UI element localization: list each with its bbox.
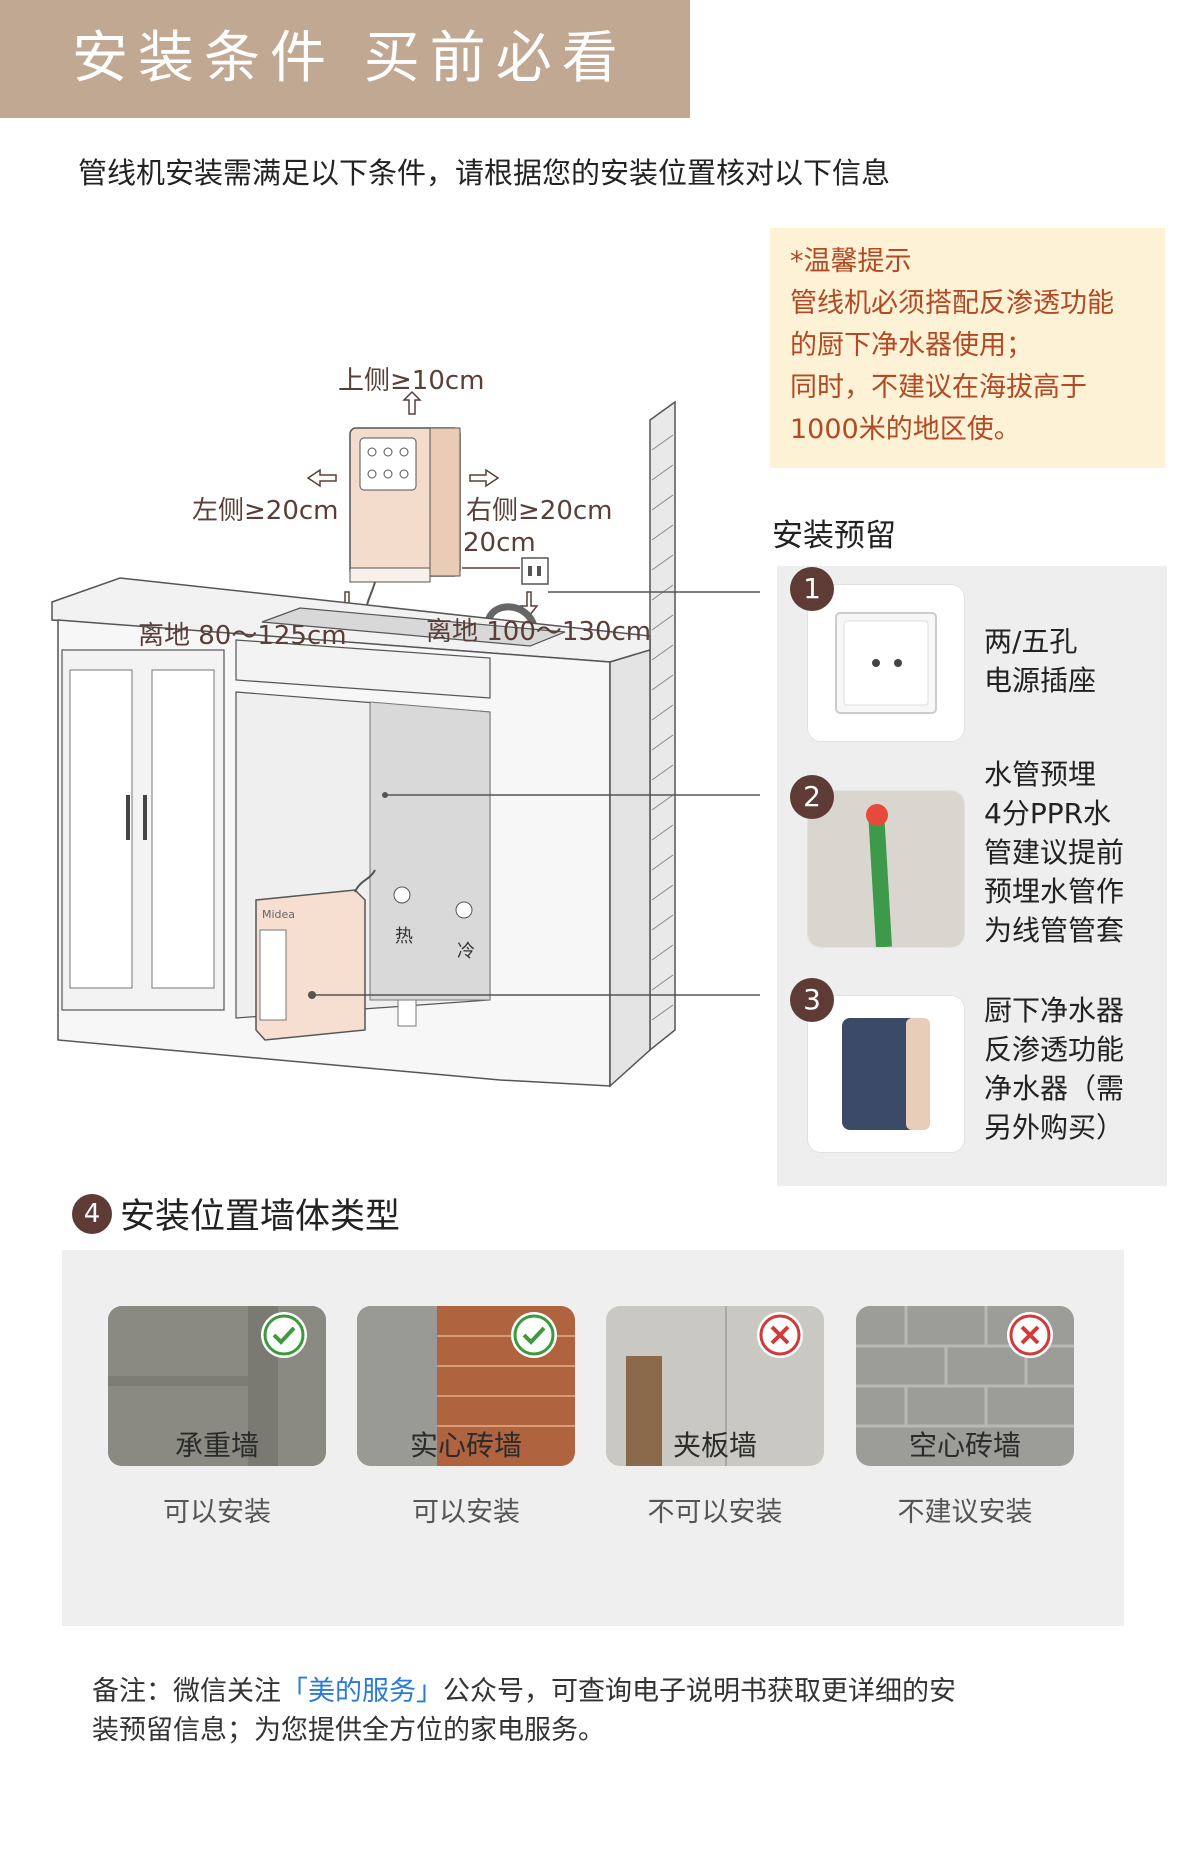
tip-line: 1000米的地区使。	[790, 414, 1021, 445]
dim-left: 左侧≥20cm	[192, 496, 339, 526]
tip-heading: *温馨提示	[790, 246, 912, 277]
socket-photo	[807, 584, 965, 742]
page-title: 安装条件 买前必看	[72, 26, 628, 91]
dim-floor-right: 离地 100～130cm	[426, 617, 652, 647]
hot-label: 热	[395, 926, 413, 947]
wall-label: 空心砖墙	[908, 1429, 1021, 1462]
dispenser-unit	[349, 427, 461, 623]
tip-line: 的厨下净水器使用；	[790, 330, 1033, 361]
wall-label: 夹板墙	[672, 1429, 757, 1462]
header-band	[0, 0, 690, 118]
wall-caption: 不可以安装	[647, 1497, 783, 1528]
wall-caption: 不建议安装	[897, 1497, 1033, 1528]
tip-line: 管线机必须搭配反渗透功能	[790, 288, 1114, 319]
wechat-service-link[interactable]: 「美的服务」	[281, 1676, 443, 1707]
wall-caption: 可以安装	[163, 1497, 271, 1528]
footer-note: 备注：微信关注「美的服务」公众号，可查询电子说明书获取更详细的安 装预留信息；为…	[92, 1672, 956, 1750]
installation-diagram: 热 冷 Midea	[51, 390, 760, 1088]
wall-label: 承重墙	[174, 1429, 259, 1462]
wall-caption: 可以安装	[412, 1497, 520, 1528]
purifier-photo	[807, 995, 965, 1153]
check-icon	[511, 1312, 557, 1358]
reserve-item-3-line: 厨下净水器	[984, 994, 1125, 1027]
reserve-item-3-line: 另外购买）	[984, 1111, 1125, 1144]
cross-icon	[757, 1312, 803, 1358]
reserve-item-3-line: 净水器（需	[984, 1072, 1125, 1105]
section-number: 4	[72, 1193, 112, 1234]
cold-label: 冷	[457, 941, 475, 962]
check-icon	[261, 1312, 307, 1358]
dim-gap: 20cm	[463, 528, 536, 558]
reserve-item-2-line: 水管预埋	[984, 758, 1097, 791]
badge-1: 1	[790, 567, 834, 611]
reserve-item-2-line: 预埋水管作	[984, 875, 1125, 908]
socket-mark	[521, 557, 549, 585]
badge-3: 3	[790, 978, 834, 1022]
footer-prefix: 备注：微信关注	[92, 1676, 281, 1707]
reserve-item-2-line: 为线管管套	[984, 914, 1125, 947]
footer-suffix: 公众号，可查询电子说明书获取更详细的安	[443, 1676, 956, 1707]
reserve-item-1-line: 两/五孔	[984, 625, 1078, 658]
dim-right: 右侧≥20cm	[466, 496, 613, 526]
reserve-item-2-line: 4分PPR水	[984, 797, 1112, 830]
under-sink-purifier: Midea	[255, 869, 417, 1041]
brand-label: Midea	[262, 908, 295, 921]
cross-icon	[1007, 1312, 1053, 1358]
intro-text: 管线机安装需满足以下条件，请根据您的安装位置核对以下信息	[78, 156, 891, 190]
badge-2: 2	[790, 775, 834, 819]
reserve-item-2-line: 管建议提前	[984, 836, 1125, 869]
reserve-item-3-line: 反渗透功能	[984, 1033, 1125, 1066]
wall-label: 实心砖墙	[409, 1429, 522, 1462]
reserve-item-1-line: 电源插座	[984, 664, 1097, 697]
pipe-photo	[807, 790, 965, 948]
dim-floor-left: 离地 80～125cm	[138, 621, 347, 651]
section-title: 安装位置墙体类型	[120, 1197, 401, 1237]
tip-box: *温馨提示 管线机必须搭配反渗透功能 的厨下净水器使用； 同时，不建议在海拔高于…	[770, 228, 1165, 468]
reserve-title: 安装预留	[772, 518, 896, 554]
tip-line: 同时，不建议在海拔高于	[790, 372, 1087, 403]
dim-top: 上侧≥10cm	[338, 366, 485, 396]
footer-line2: 装预留信息；为您提供全方位的家电服务。	[92, 1715, 605, 1746]
